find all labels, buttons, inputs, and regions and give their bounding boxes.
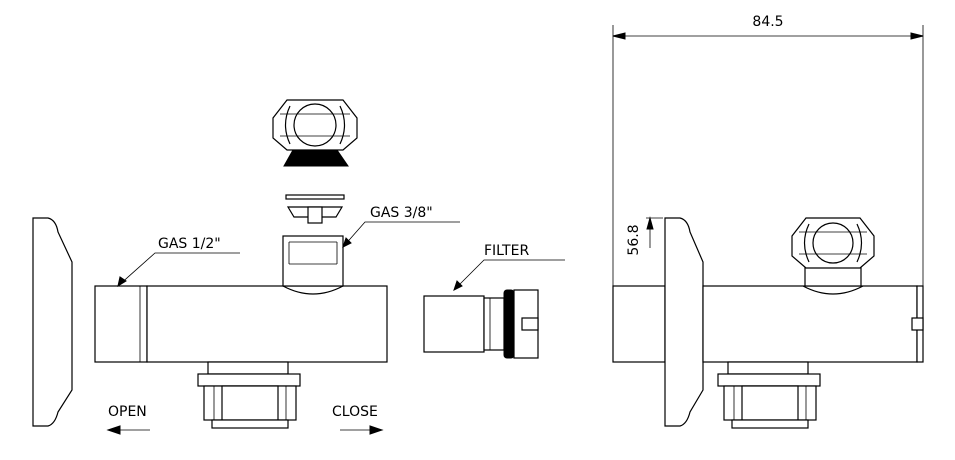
label-gas-three-eighths: GAS 3/8" [370, 205, 433, 221]
assembled-end-slot [911, 317, 924, 331]
open-arrow [106, 425, 150, 435]
filter [423, 289, 539, 359]
insert [286, 206, 344, 224]
leader-gas-three-eighths [342, 221, 460, 248]
dimension-overall-width-label: 84.5 [752, 14, 783, 30]
body-outlet-fillet [282, 285, 344, 295]
leader-filter [453, 259, 565, 291]
assembled-wall-flange [664, 217, 704, 427]
olive-ring [283, 149, 349, 167]
washer [285, 194, 345, 200]
leader-gas-half [117, 252, 240, 288]
compression-nut [272, 99, 358, 151]
outlet-stub [282, 235, 344, 287]
assembled-inlet-thread [612, 285, 666, 363]
valve-body [146, 285, 388, 363]
label-open: OPEN [108, 404, 147, 420]
dimension-overall-width [612, 25, 924, 286]
inlet-thread [94, 285, 148, 363]
label-close: CLOSE [332, 404, 378, 420]
handle-lower [197, 361, 301, 429]
dimension-height [646, 216, 663, 248]
wall-flange [32, 217, 73, 427]
close-arrow [340, 425, 384, 435]
exploded-view: GAS 1/2" GAS 3/8" FILTER OPEN CLOSE [32, 99, 565, 435]
assembled-view: 84.5 56.8 [612, 14, 924, 429]
assembled-handle [717, 361, 821, 429]
label-gas-half: GAS 1/2" [158, 236, 221, 252]
dimension-height-label: 56.8 [626, 224, 642, 255]
label-filter: FILTER [484, 243, 529, 259]
assembled-valve-body [702, 285, 918, 363]
assembled-nut [791, 217, 875, 269]
